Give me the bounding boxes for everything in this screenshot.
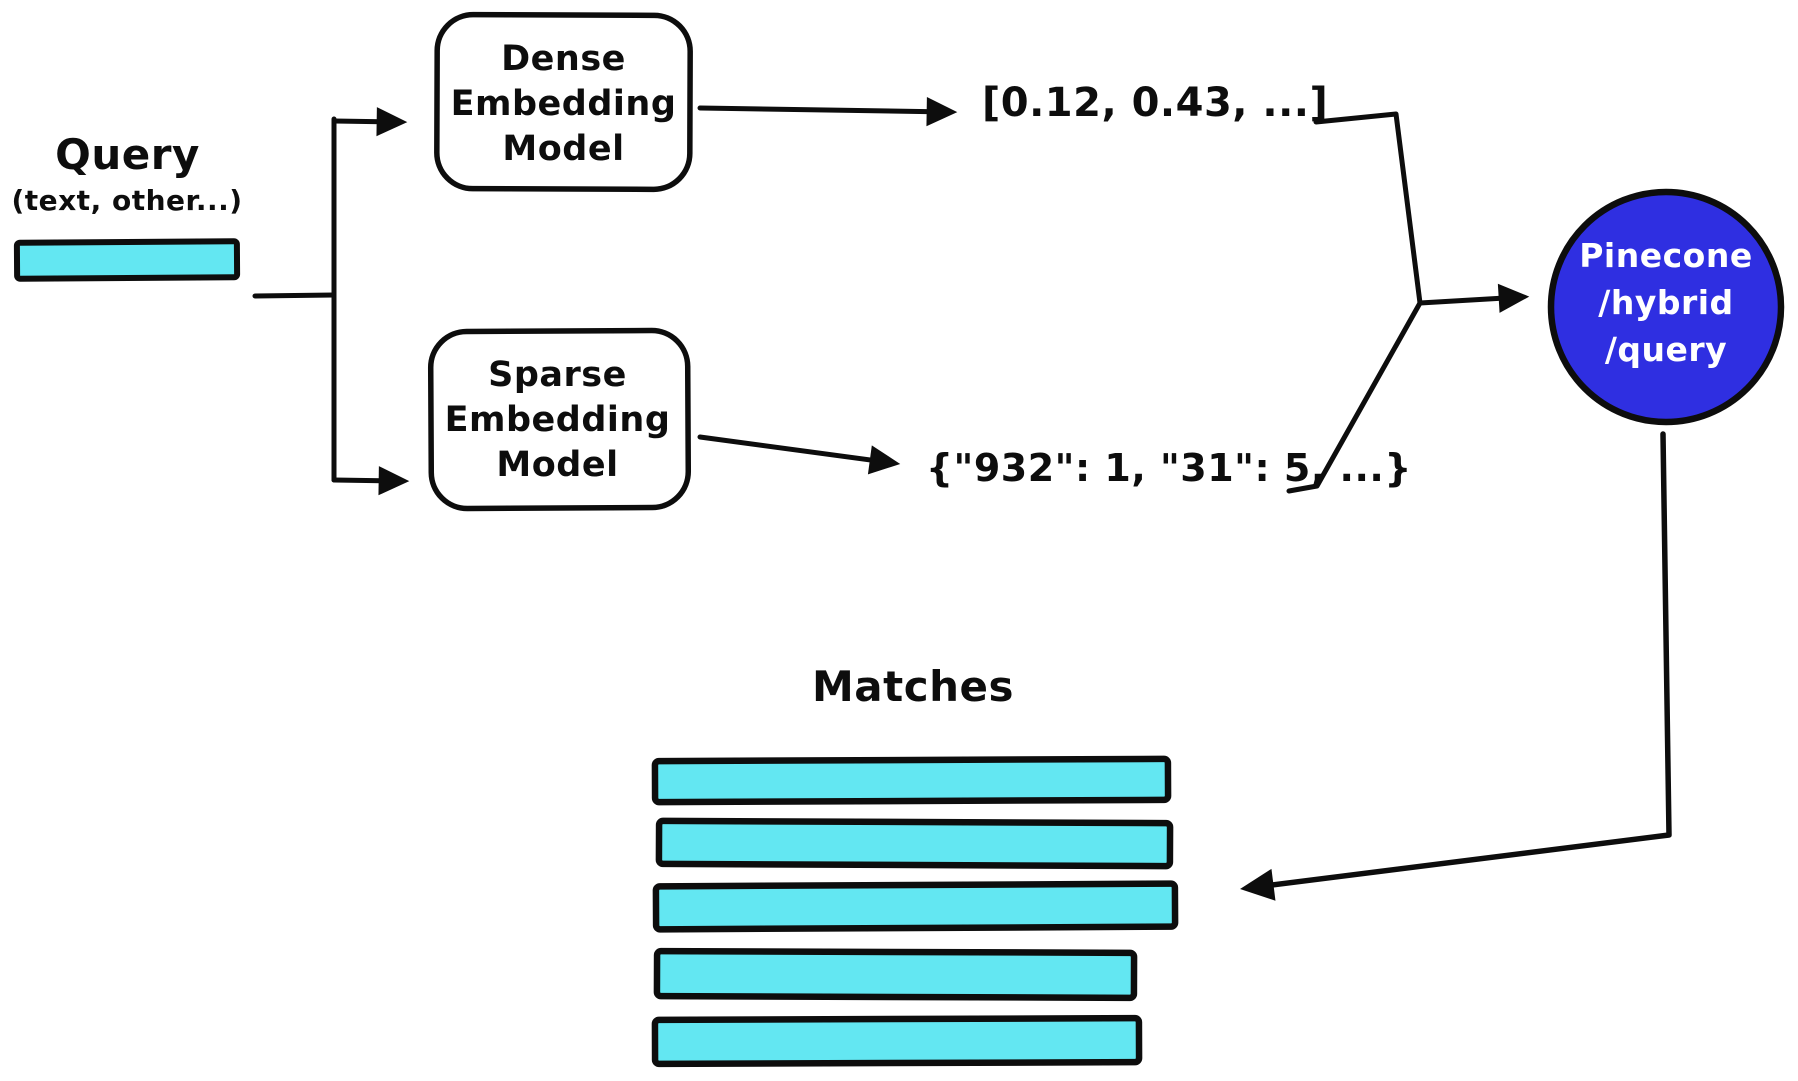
pinecone-circle <box>1547 188 1785 426</box>
arrow-sparse-output <box>697 434 901 475</box>
pinecone-endpoint-label: Pinecone /hybrid /query <box>1561 232 1771 373</box>
sparse-model-label-line1: Sparse <box>488 355 627 395</box>
match-bar-4 <box>653 947 1138 1002</box>
query-branch-line <box>252 292 337 299</box>
matches-title: Matches <box>812 662 1014 711</box>
sparse-model-label-line2: Embedding <box>444 400 671 440</box>
pinecone-endpoint-line3: /query <box>1604 330 1728 369</box>
query-title: Query <box>55 130 200 179</box>
dense-model-box <box>434 11 693 193</box>
match-bar-1 <box>651 755 1172 806</box>
match-bar-5 <box>651 1014 1143 1068</box>
match-bar-2 <box>655 817 1174 870</box>
dense-model-label-line1: Dense <box>501 39 626 79</box>
arrow-to-dense-model <box>331 107 408 137</box>
dense-vector-text: [0.12, 0.43, ...] <box>982 80 1329 126</box>
dense-model-label-line2: Embedding <box>450 84 677 124</box>
match-bar-3 <box>652 880 1179 933</box>
bracket-top-line <box>1313 111 1423 306</box>
arrow-to-sparse-model <box>331 466 410 496</box>
arrow-to-matches <box>1240 431 1672 901</box>
query-input-bar <box>13 238 241 282</box>
sparse-model-box <box>427 327 692 512</box>
dense-model-label-line3: Model <box>502 129 625 169</box>
sparse-vector-text: {"932": 1, "31": 5, ...} <box>926 446 1412 490</box>
sparse-model-label: Sparse Embedding Model <box>431 353 684 488</box>
sparse-model-label-line3: Model <box>496 445 619 485</box>
pinecone-endpoint-line1: Pinecone <box>1579 236 1753 275</box>
pinecone-endpoint-line2: /hybrid <box>1598 283 1734 322</box>
bracket-bottom-line <box>1286 300 1423 494</box>
query-subtitle: (text, other...) <box>11 184 243 217</box>
dense-model-label: Dense Embedding Model <box>437 37 690 172</box>
arrow-dense-output <box>697 97 958 127</box>
arrow-to-pinecone <box>1417 283 1530 313</box>
